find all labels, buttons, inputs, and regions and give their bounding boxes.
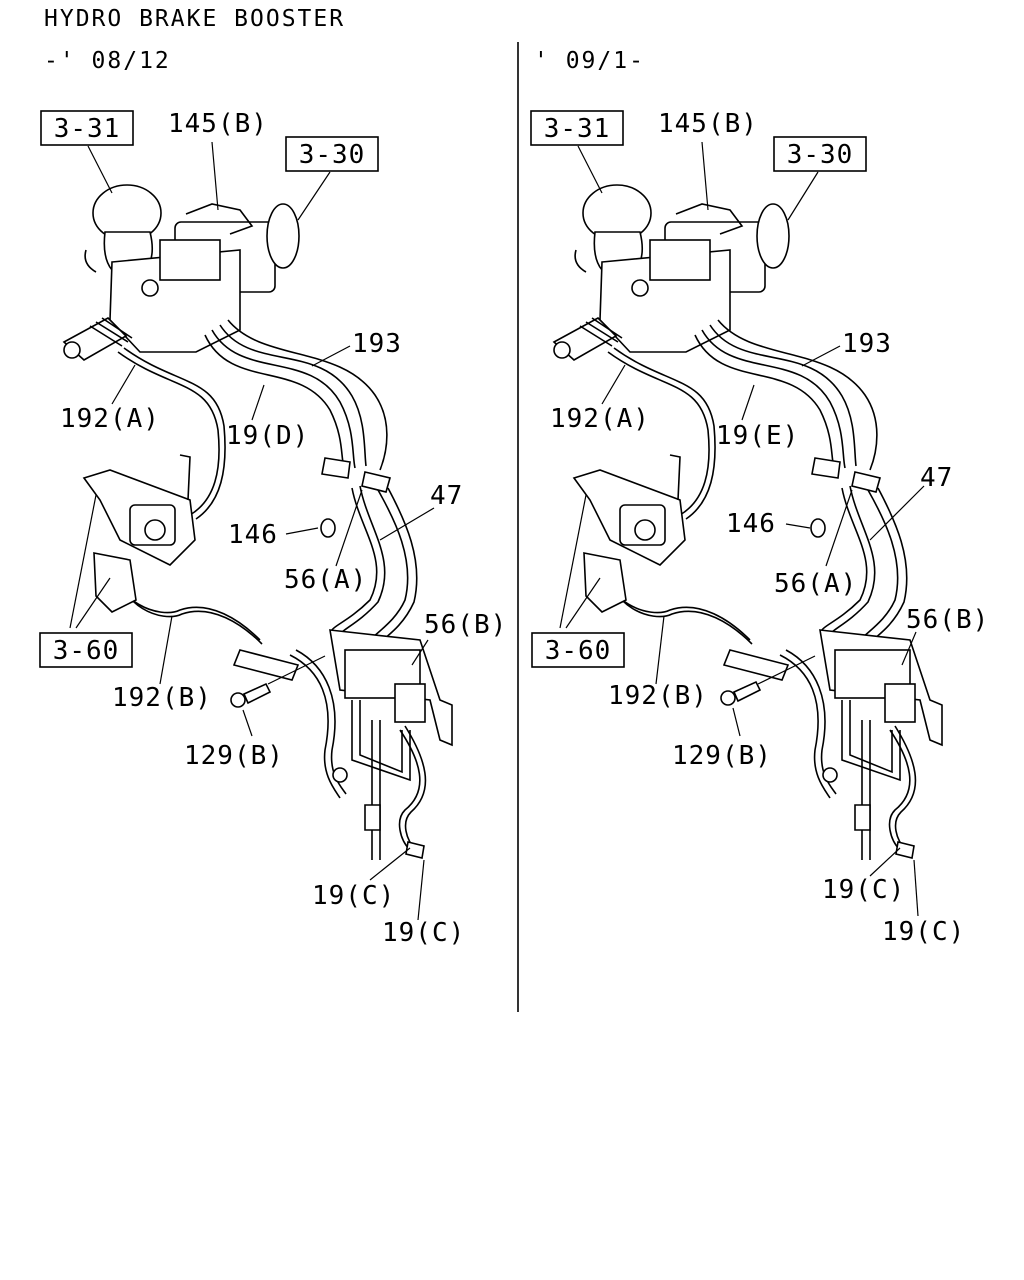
bolt-129b [230, 682, 272, 708]
clip-47 [361, 471, 391, 493]
label-19c-lower: 19(C) [882, 917, 965, 947]
bracket-56b [329, 629, 453, 782]
booster-assembly [552, 184, 790, 361]
sensor-bracket [572, 454, 686, 613]
label-47: 47 [920, 463, 953, 493]
label-56b: 56(B) [424, 610, 507, 640]
clip-56a [811, 457, 841, 479]
ref-box-label: 3-30 [299, 140, 366, 170]
panel-right: ' 09/1- 3-31 3-30 3-60 [530, 48, 989, 947]
label-129b: 129(B) [184, 741, 284, 771]
label-192b: 192(B) [112, 683, 212, 713]
label-146: 146 [726, 509, 776, 539]
label-145b: 145(B) [658, 109, 758, 139]
leader-lines [69, 141, 435, 921]
nut-146 [810, 518, 826, 538]
period-label-right: ' 09/1- [534, 48, 645, 74]
ref-box-3-60[interactable]: 3-60 [39, 632, 133, 668]
bolt-129b [720, 680, 762, 706]
union-19c [895, 841, 915, 859]
label-193: 193 [842, 329, 892, 359]
ref-box-3-31[interactable]: 3-31 [40, 110, 134, 146]
clip-47 [851, 471, 881, 493]
label-19d: 19(D) [226, 421, 309, 451]
label-192a: 192(A) [60, 404, 160, 434]
label-146: 146 [228, 520, 278, 550]
bracket-56b [819, 629, 943, 782]
label-192b: 192(B) [608, 681, 708, 711]
label-145b: 145(B) [168, 109, 268, 139]
label-19c-lower: 19(C) [382, 918, 465, 948]
hose-clamp [854, 804, 871, 831]
ref-box-label: 3-31 [54, 114, 121, 144]
pipe-end [332, 767, 348, 783]
brake-pipes [607, 319, 917, 860]
label-192a: 192(A) [550, 404, 650, 434]
diagram-title: HYDRO BRAKE BOOSTER [44, 6, 345, 32]
label-47: 47 [430, 481, 463, 511]
hose-fitting [722, 649, 790, 681]
ref-box-3-60[interactable]: 3-60 [531, 632, 625, 668]
label-56a: 56(A) [284, 565, 367, 595]
sensor-bracket [82, 454, 196, 613]
ref-box-label: 3-31 [544, 114, 611, 144]
hose-fitting [232, 649, 300, 681]
union-19c [405, 841, 425, 859]
panel-left: -' 08/12 3-31 3-30 3-60 [39, 48, 507, 948]
ref-box-3-31[interactable]: 3-31 [530, 110, 624, 146]
label-19c-upper: 19(C) [312, 881, 395, 911]
ref-box-3-30[interactable]: 3-30 [773, 136, 867, 172]
leader-lines [559, 141, 925, 917]
brake-pipes [117, 319, 427, 860]
booster-assembly [62, 184, 300, 361]
label-56b: 56(B) [906, 605, 989, 635]
label-19e: 19(E) [716, 421, 799, 451]
period-label-left: -' 08/12 [44, 48, 171, 74]
pipe-end [822, 767, 838, 783]
ref-box-3-30[interactable]: 3-30 [285, 136, 379, 172]
ref-box-label: 3-30 [787, 140, 854, 170]
label-193: 193 [352, 329, 402, 359]
label-19c-upper: 19(C) [822, 875, 905, 905]
hose-clamp [364, 804, 381, 831]
ref-box-label: 3-60 [545, 636, 612, 666]
label-129b: 129(B) [672, 741, 772, 771]
label-56a: 56(A) [774, 569, 857, 599]
clip-56a [321, 457, 351, 479]
nut-146 [320, 518, 336, 538]
ref-box-label: 3-60 [53, 636, 120, 666]
